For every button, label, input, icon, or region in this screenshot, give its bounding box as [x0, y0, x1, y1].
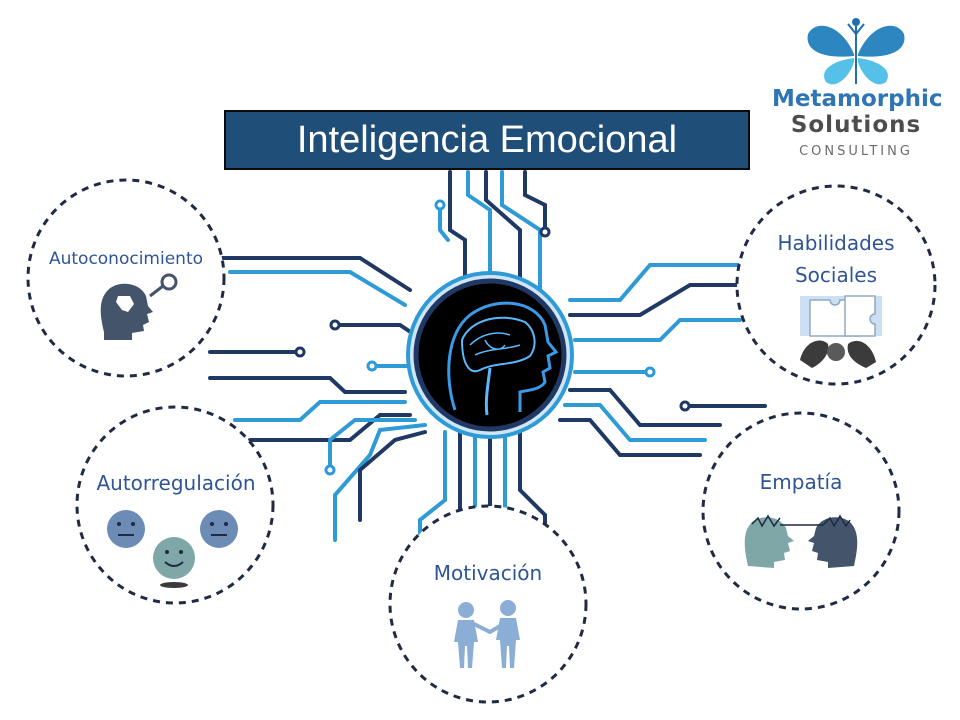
- circle-autorregulacion: [75, 405, 275, 605]
- label-autoconocimiento: Autoconocimiento: [48, 249, 204, 269]
- circuit-nodes: [294, 199, 691, 476]
- page-title: Inteligencia Emocional: [296, 118, 678, 161]
- logo-line-2: Solutions: [790, 112, 922, 138]
- label-autorregulacion: Autorregulación: [96, 471, 256, 495]
- head-search-icon: [100, 273, 178, 340]
- circle-habilidades: [735, 184, 937, 386]
- facing-heads-icon: [744, 514, 858, 568]
- label-empatia: Empatía: [759, 470, 843, 494]
- circle-empatia: [701, 411, 901, 611]
- label-motivacion: Motivación: [433, 561, 543, 585]
- circle-motivacion: [388, 504, 588, 704]
- circuit-lines: [208, 170, 767, 547]
- title-banner: Inteligencia Emocional: [224, 110, 750, 170]
- butterfly-logo-icon: [807, 18, 905, 85]
- brain-head-icon: [406, 271, 574, 439]
- label-habilidades-line1: Habilidades: [777, 231, 895, 255]
- logo-line-3: CONSULTING: [799, 144, 913, 159]
- puzzle-heads-icon: [800, 295, 882, 368]
- helping-figures-icon: [454, 600, 520, 668]
- smiley-faces-icon: [107, 510, 238, 588]
- circle-autoconocimiento: [26, 178, 226, 378]
- logo-line-1: Metamorphic: [772, 86, 943, 112]
- label-habilidades-line2: Sociales: [794, 263, 878, 287]
